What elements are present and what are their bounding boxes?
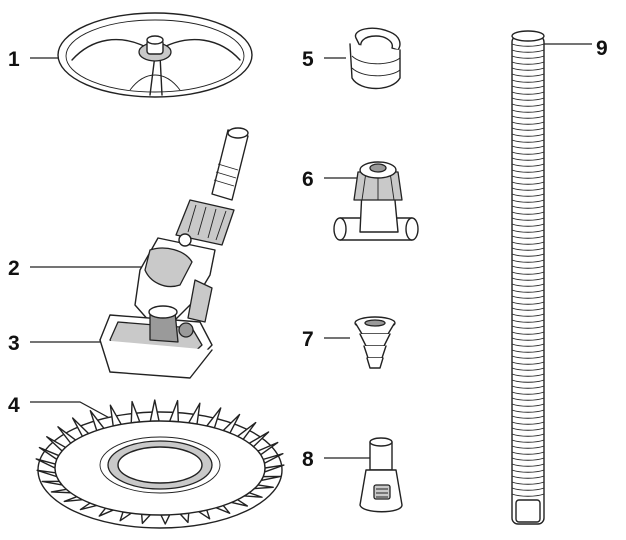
flow-valve-icon bbox=[333, 161, 419, 241]
callout-5: 5 bbox=[302, 48, 314, 71]
cleaner-base-icon bbox=[99, 305, 213, 379]
callout-8: 8 bbox=[302, 448, 314, 471]
skirt-disc-icon bbox=[35, 399, 285, 529]
callout-2: 2 bbox=[8, 257, 20, 280]
callout-6: 6 bbox=[302, 168, 314, 191]
cone-adapter-icon bbox=[354, 316, 396, 369]
clip-ring-icon bbox=[349, 27, 401, 90]
hose-adapter-icon bbox=[359, 437, 403, 513]
callout-7: 7 bbox=[302, 328, 314, 351]
cleaner-head-icon bbox=[134, 127, 249, 323]
callout-1: 1 bbox=[8, 48, 20, 71]
callout-4: 4 bbox=[8, 394, 20, 417]
callout-3: 3 bbox=[8, 332, 20, 355]
disc-wheel-icon bbox=[57, 12, 253, 98]
hose-icon bbox=[511, 30, 545, 525]
callout-9: 9 bbox=[596, 37, 608, 60]
